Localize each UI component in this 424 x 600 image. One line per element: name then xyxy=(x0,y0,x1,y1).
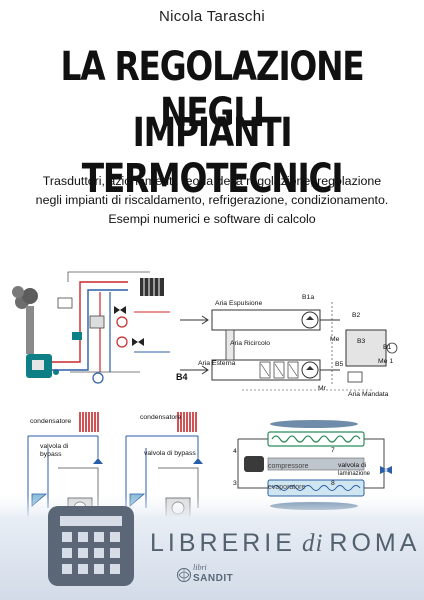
bookshop-logo-icon xyxy=(48,506,134,586)
ahu-label-me: Me xyxy=(330,336,340,343)
valve-icon xyxy=(93,458,103,464)
condenser-coil-icon xyxy=(177,412,197,432)
bookshop-name-part1: LIBRERIE xyxy=(150,529,296,557)
subtitle-line-3: Esempi numerici e software di calcolo xyxy=(108,212,316,226)
pump-icon xyxy=(116,336,128,348)
room-box xyxy=(345,329,387,367)
left-valvola-label: valvola di xyxy=(40,443,69,450)
ahu-label-aria-esterna: Aria Esterna xyxy=(198,360,236,367)
cycle-num-4: 4 xyxy=(233,448,237,455)
ahu-label-b4: B4 xyxy=(176,372,188,382)
ahu-label-b1a: B1a xyxy=(302,294,315,301)
pump-icon xyxy=(92,372,104,384)
title-line-2: IMPIANTI TERMOTECNICI xyxy=(81,110,344,202)
right-valvola-label: valvola di bypass xyxy=(144,450,196,457)
ahu-label-aria-ricircolo: Aria Ricircolo xyxy=(230,340,271,347)
chimney xyxy=(26,306,34,354)
publisher-libri: libri xyxy=(193,563,207,572)
ahu-label-me1: Me 1 xyxy=(378,358,394,365)
ahu-label-b3: B3 xyxy=(357,338,366,345)
cycle-num-8: 8 xyxy=(331,480,335,487)
fan-blade-icon xyxy=(270,420,358,428)
valve-icon xyxy=(193,458,203,464)
expansion-valve-icon xyxy=(380,466,392,474)
air-handling-unit-diagram xyxy=(172,290,404,396)
subtitle-line-1: Trasduttori, azionamenti, teoria della r… xyxy=(42,174,382,188)
left-bypass-label: bypass xyxy=(40,451,62,458)
cycle-valvola-label: valvola di xyxy=(338,462,367,469)
ahu-label-b1: B1 xyxy=(383,344,392,351)
subtitle-line-2: negli impianti di riscaldamento, refrige… xyxy=(35,193,389,207)
left-condensatore-label: condensatore xyxy=(30,418,72,425)
author-name: Nicola Taraschi xyxy=(159,8,265,25)
cycle-compressore-label: compressore xyxy=(268,463,309,470)
ahu-label-aria-mandata: Aria Mandata xyxy=(348,391,389,398)
sensor-icon xyxy=(386,342,398,354)
steam-cloud-icon xyxy=(12,286,38,309)
airflow-arrow-icon xyxy=(180,315,209,325)
ahu-label-b5: B5 xyxy=(335,361,344,368)
cycle-evaporatore-label: evaporatore xyxy=(268,484,306,491)
bookshop-name-part2: di xyxy=(301,530,324,557)
title-line-1: LA REGOLAZIONE NEGLI xyxy=(60,44,365,136)
boiler-plant-diagram xyxy=(10,262,172,394)
right-condensatore-label: condensatore xyxy=(140,414,182,421)
ahu-label-b2: B2 xyxy=(352,312,361,319)
cycle-num-7: 7 xyxy=(331,447,335,454)
cycle-num-3: 3 xyxy=(233,480,237,487)
publisher-logo-icon xyxy=(177,568,191,582)
ahu-label-mr: Mr xyxy=(318,385,326,392)
subtitle: Trasduttori, azionamenti, teoria della r… xyxy=(6,172,418,229)
compressor-motor xyxy=(244,456,264,472)
airflow-arrow-icon xyxy=(180,365,209,375)
bookshop-name-part3: ROMA xyxy=(329,529,421,557)
valve-icon xyxy=(114,306,126,314)
cycle-laminazione-label: laminazione xyxy=(338,471,371,477)
publisher-name: SANDIT xyxy=(193,573,234,584)
valve-icon xyxy=(132,338,144,346)
ahu-label-aria-espulsione: Aria Espulsione xyxy=(215,300,263,307)
radiator-icon xyxy=(140,278,164,296)
pump-icon xyxy=(116,316,128,328)
condenser-coil-icon xyxy=(79,412,99,432)
